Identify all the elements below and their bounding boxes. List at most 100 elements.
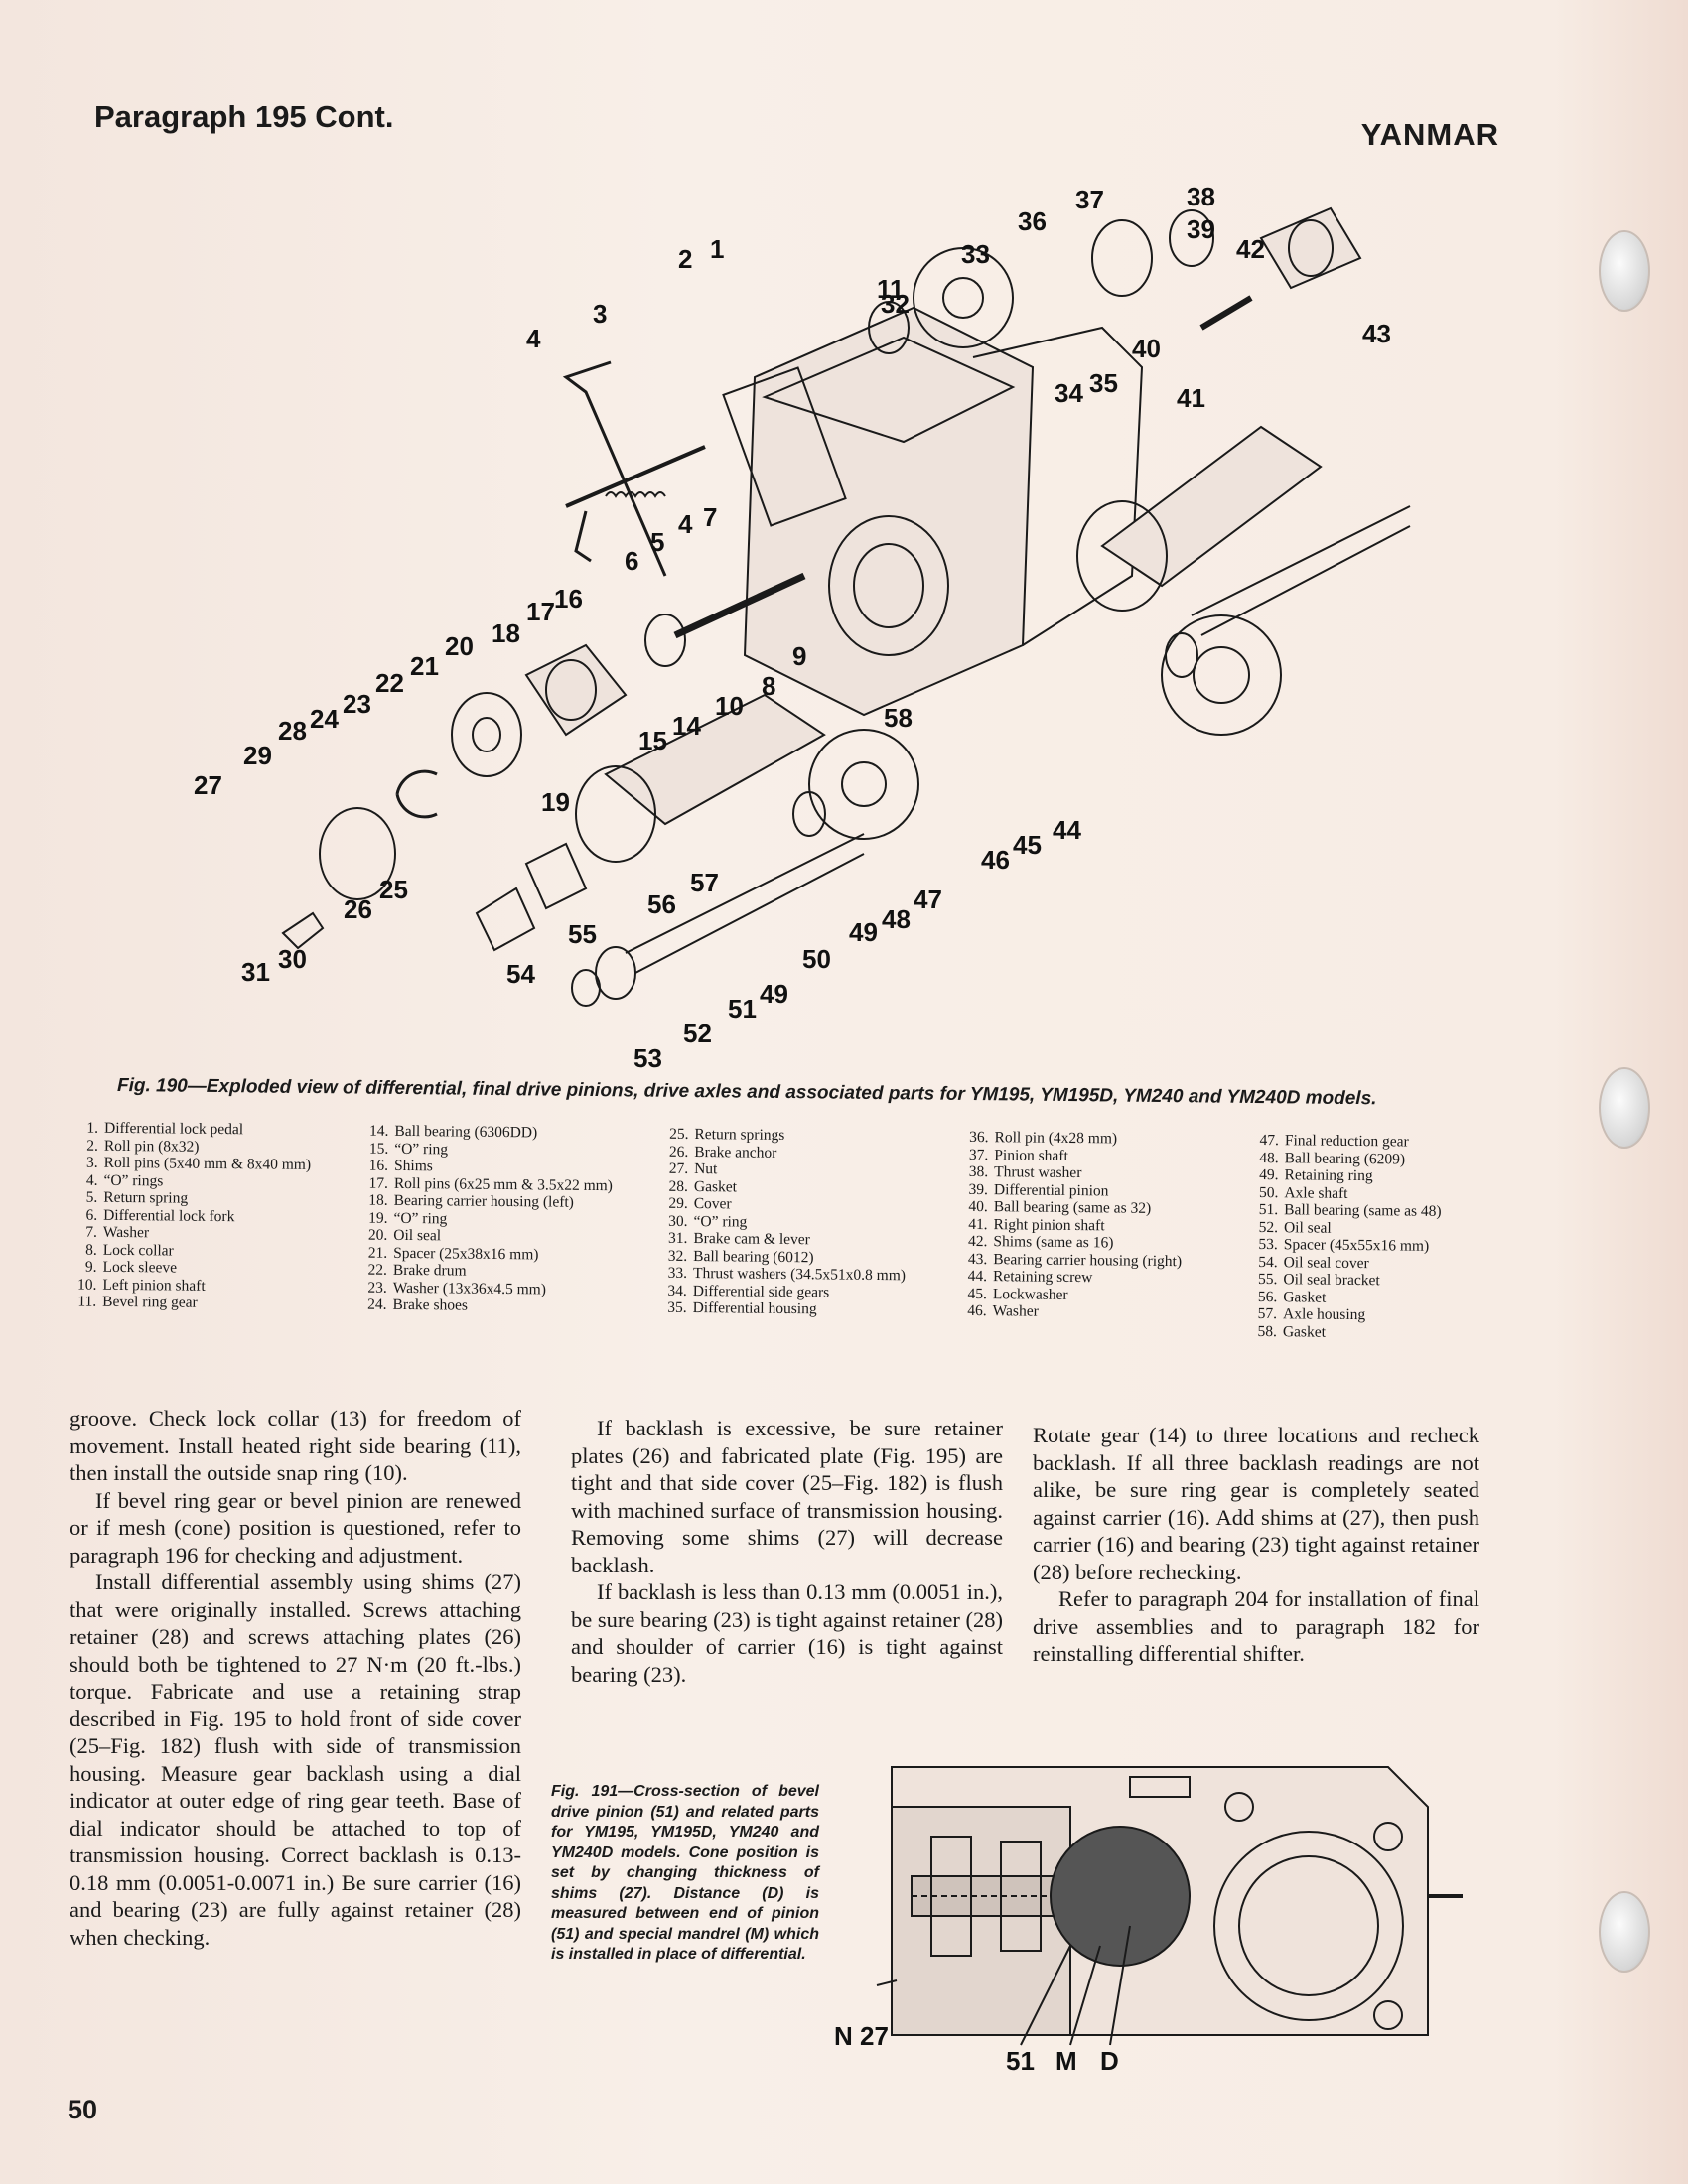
right-carrier-housing bbox=[1259, 206, 1362, 290]
callout-46: 46 bbox=[981, 845, 1010, 875]
callout-49b: 49 bbox=[760, 979, 788, 1009]
brake-drum bbox=[451, 692, 522, 777]
callout-23: 23 bbox=[343, 689, 371, 719]
text-column-1: groove. Check lock collar (13) for freed… bbox=[70, 1405, 521, 1951]
right-axle-housing bbox=[1100, 425, 1323, 588]
housing-top-opening bbox=[762, 336, 1016, 444]
left-axle-housing bbox=[604, 693, 826, 826]
paragraph: Rotate gear (14) to three locations and … bbox=[1033, 1423, 1479, 1584]
callout-26: 26 bbox=[344, 894, 372, 924]
bearing-block bbox=[930, 1836, 972, 1957]
callout-42: 42 bbox=[1236, 234, 1265, 264]
callout-41: 41 bbox=[1177, 383, 1205, 413]
callout-labels: 1 2 3 4 4 5 6 7 8 9 10 11 14 15 16 17 18… bbox=[194, 182, 1391, 1072]
callout-24: 24 bbox=[310, 704, 339, 734]
callout-56: 56 bbox=[647, 889, 676, 919]
callout-9: 9 bbox=[792, 641, 806, 671]
page-number: 50 bbox=[68, 2095, 98, 2124]
paragraph: Install differential assembly using shim… bbox=[70, 1570, 521, 1950]
right-gear-hub bbox=[1193, 646, 1250, 704]
callout-7: 7 bbox=[703, 502, 717, 532]
label-d: D bbox=[1100, 2046, 1119, 2075]
bearing-block bbox=[1000, 1841, 1042, 1952]
callout-29: 29 bbox=[243, 741, 272, 770]
housing-bore-inner bbox=[853, 543, 924, 628]
legend-item: 35.Differential housing bbox=[667, 1298, 817, 1318]
callout-14: 14 bbox=[672, 711, 701, 741]
paragraph: Refer to paragraph 204 for installation … bbox=[1033, 1586, 1479, 1666]
callout-39: 39 bbox=[1187, 214, 1215, 244]
callout-3: 3 bbox=[593, 299, 607, 329]
callout-28: 28 bbox=[278, 716, 307, 746]
paragraph: If bevel ring gear or bevel pinion are r… bbox=[70, 1487, 521, 1568]
callout-1: 1 bbox=[710, 234, 724, 264]
text-column-3: Rotate gear (14) to three locations and … bbox=[1033, 1422, 1479, 1668]
callout-17: 17 bbox=[526, 597, 555, 626]
callout-4b: 4 bbox=[678, 509, 693, 539]
legend-column: 36.Roll pin (4x28 mm) 37.Pinion shaft 38… bbox=[960, 1129, 1231, 1340]
label-m: M bbox=[1055, 2046, 1077, 2075]
callout-8: 8 bbox=[762, 671, 775, 701]
paragraph-heading: Paragraph 195 Cont. bbox=[94, 99, 394, 134]
callout-27: 27 bbox=[194, 770, 222, 800]
paragraph: If backlash is less than 0.13 mm (0.0051… bbox=[571, 1579, 1003, 1687]
cross-section-parts bbox=[876, 1766, 1463, 2046]
differential-lock-pedal bbox=[562, 360, 667, 577]
brand-heading: YANMAR bbox=[1360, 117, 1499, 152]
brake-shoes bbox=[395, 769, 438, 819]
brake-cover bbox=[319, 807, 396, 900]
callout-38: 38 bbox=[1187, 182, 1215, 211]
return-spring bbox=[605, 491, 666, 498]
callout-45: 45 bbox=[1013, 830, 1042, 860]
callout-6: 6 bbox=[625, 546, 638, 576]
label-51: 51 bbox=[1006, 2046, 1035, 2075]
left-carrier-housing bbox=[524, 643, 628, 737]
callout-36: 36 bbox=[1018, 206, 1047, 236]
binder-hole bbox=[1599, 1891, 1650, 1973]
label-27: 27 bbox=[860, 2021, 889, 2051]
final-reduction-gear bbox=[808, 729, 919, 840]
label-leaders bbox=[1020, 1925, 1131, 2046]
bolt-hole bbox=[1224, 1792, 1254, 1822]
callout-51: 51 bbox=[728, 994, 757, 1024]
legend-item: 58.Gasket bbox=[1257, 1322, 1327, 1341]
cross-section-labels: N 27 51 M D bbox=[834, 2021, 1119, 2075]
callout-55: 55 bbox=[568, 919, 597, 949]
callout-54: 54 bbox=[506, 959, 535, 989]
shim-pointer bbox=[876, 1979, 898, 1986]
label-n: N bbox=[834, 2021, 853, 2051]
housing-bore bbox=[828, 515, 949, 656]
housing-bore-inner bbox=[1238, 1855, 1379, 1996]
binder-hole bbox=[1599, 230, 1650, 312]
housing-upper-block bbox=[722, 366, 847, 527]
exploded-view-diagram: 1 2 3 4 4 5 6 7 8 9 10 11 14 15 16 17 18… bbox=[194, 182, 1411, 1072]
bolt-hole bbox=[1373, 2000, 1403, 2030]
lock-fork bbox=[574, 510, 592, 563]
legend-column: 1.Differential lock pedal 2.Roll pin (8x… bbox=[70, 1119, 342, 1330]
ring-gear-hub bbox=[942, 277, 984, 319]
paragraph: groove. Check lock collar (13) for freed… bbox=[70, 1406, 521, 1485]
oil-seal-cover bbox=[475, 887, 536, 952]
ball-bearing-32 bbox=[868, 301, 910, 354]
ball-bearing-51 bbox=[595, 946, 636, 1000]
brake-cam-lever bbox=[281, 911, 325, 950]
callout-18: 18 bbox=[492, 618, 520, 648]
callout-37: 37 bbox=[1075, 185, 1104, 214]
right-carrier-bore bbox=[1288, 219, 1334, 277]
final-gear-hub bbox=[841, 761, 887, 807]
callout-19: 19 bbox=[541, 787, 570, 817]
left-pinion-shaft bbox=[673, 572, 806, 639]
callout-22: 22 bbox=[375, 668, 404, 698]
callout-10: 10 bbox=[715, 691, 744, 721]
brake-drum-hub bbox=[472, 717, 501, 752]
callout-15: 15 bbox=[638, 726, 667, 755]
callout-49: 49 bbox=[849, 917, 878, 947]
callout-33: 33 bbox=[961, 239, 990, 269]
callout-30: 30 bbox=[278, 944, 307, 974]
callout-21: 21 bbox=[410, 651, 439, 681]
oil-seal-bracket bbox=[524, 842, 588, 910]
callout-40: 40 bbox=[1132, 334, 1161, 363]
paragraph: If backlash is excessive, be sure retain… bbox=[571, 1416, 1003, 1577]
binder-hole bbox=[1599, 1067, 1650, 1149]
